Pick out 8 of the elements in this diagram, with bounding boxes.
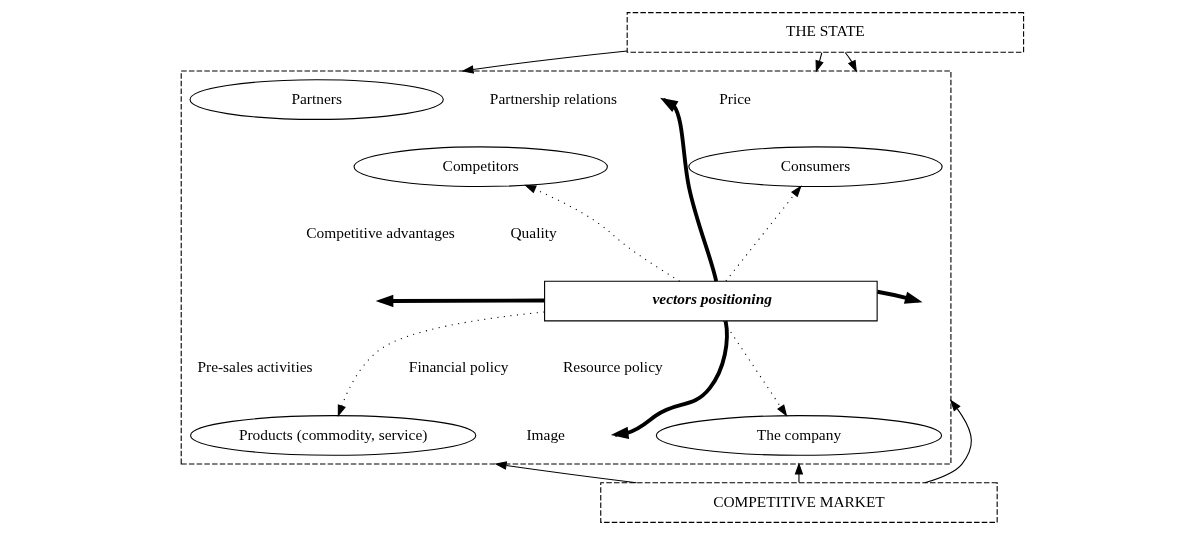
label: Price — [719, 89, 751, 107]
label: Resource policy — [563, 358, 663, 376]
label: Partnership relations — [489, 89, 617, 107]
label: Competitive advantages — [306, 223, 455, 241]
label: Pre-sales activities — [197, 358, 313, 376]
label: Quality — [510, 223, 557, 241]
label: Financial policy — [408, 358, 509, 376]
label: Image — [526, 425, 565, 443]
